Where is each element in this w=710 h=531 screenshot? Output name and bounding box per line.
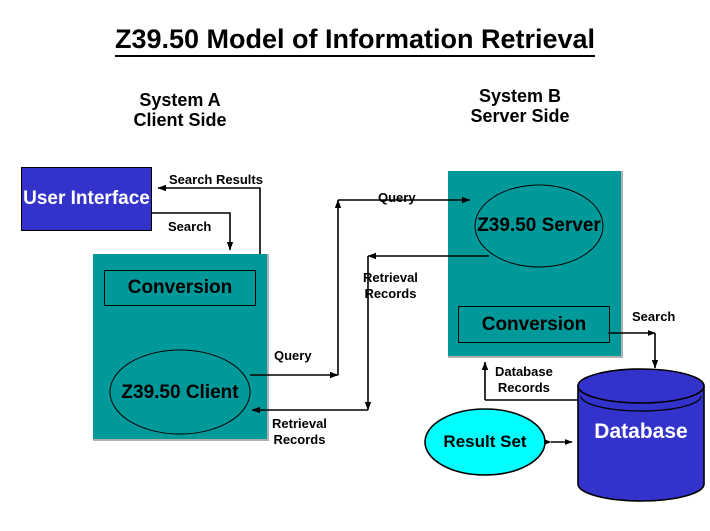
edge-label-query-bottom: Query	[274, 348, 312, 363]
edge-label-retrieval-records-mid: Retrieval Records	[363, 270, 418, 301]
z3950-server-ellipse	[474, 184, 604, 268]
edge-label-search-right: Search	[632, 309, 676, 324]
edge-label-database-records: Database Records	[495, 364, 553, 395]
edge-label-retrieval-records-bottom: Retrieval Records	[272, 416, 327, 447]
edge-label-search-results: Search Results	[169, 172, 263, 187]
edge-search-results	[157, 184, 261, 254]
page-title: Z39.50 Model of Information Retrieval	[0, 24, 710, 57]
page-title-text: Z39.50 Model of Information Retrieval	[114, 24, 596, 57]
system-b-heading: System B Server Side	[470, 86, 570, 127]
user-interface-box[interactable]: User Interface	[21, 167, 152, 231]
conversion-box-server[interactable]: Conversion	[458, 306, 610, 343]
edge-label-search-left: Search	[168, 219, 212, 234]
z3950-client-ellipse	[109, 349, 251, 435]
edge-search-left	[152, 212, 234, 251]
conversion-box-client[interactable]: Conversion	[104, 270, 256, 306]
edge-label-query-top: Query	[378, 190, 416, 205]
system-a-heading: System A Client Side	[133, 90, 227, 131]
result-set-ellipse	[424, 408, 546, 476]
database-cylinder	[577, 368, 705, 502]
